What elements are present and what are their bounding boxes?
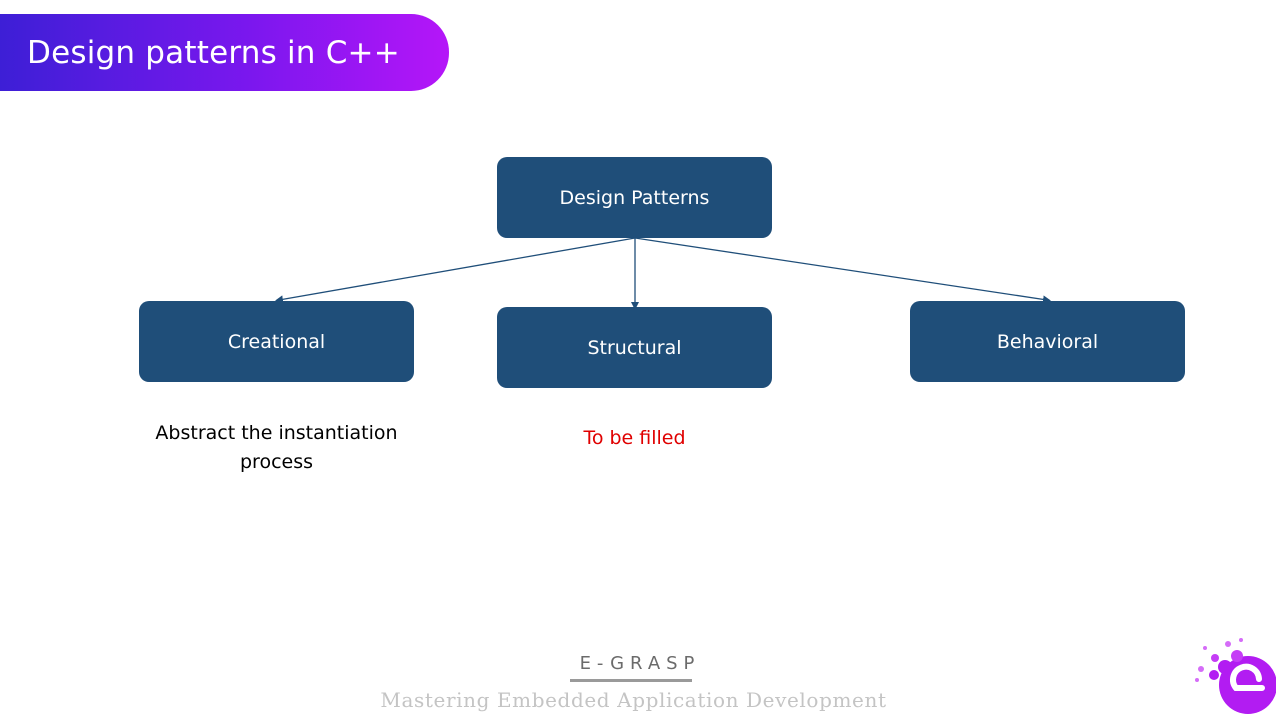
node-structural: Structural bbox=[497, 307, 772, 388]
egrasp-logo-icon bbox=[1195, 638, 1276, 714]
slide-title: Design patterns in C++ bbox=[27, 34, 400, 71]
node-behavioral-label: Behavioral bbox=[996, 330, 1099, 353]
connector-to-creational bbox=[275, 237, 636, 304]
node-creational: Creational bbox=[139, 301, 414, 382]
structural-description: To be filled bbox=[583, 427, 686, 449]
node-design-patterns: Design Patterns bbox=[497, 157, 772, 238]
node-behavioral: Behavioral bbox=[910, 301, 1185, 382]
node-creational-label: Creational bbox=[227, 330, 326, 353]
title-banner: Design patterns in C++ bbox=[0, 14, 449, 91]
connector-to-behavioral bbox=[634, 237, 1051, 304]
node-design-patterns-label: Design Patterns bbox=[559, 186, 710, 209]
footer-tagline: Mastering Embedded Application Developme… bbox=[380, 688, 887, 712]
footer-brand: E-GRASP bbox=[579, 653, 701, 674]
footer-brand-underline bbox=[570, 679, 692, 682]
node-structural-label: Structural bbox=[587, 336, 682, 359]
creational-description: Abstract the instantiation process bbox=[155, 422, 398, 473]
